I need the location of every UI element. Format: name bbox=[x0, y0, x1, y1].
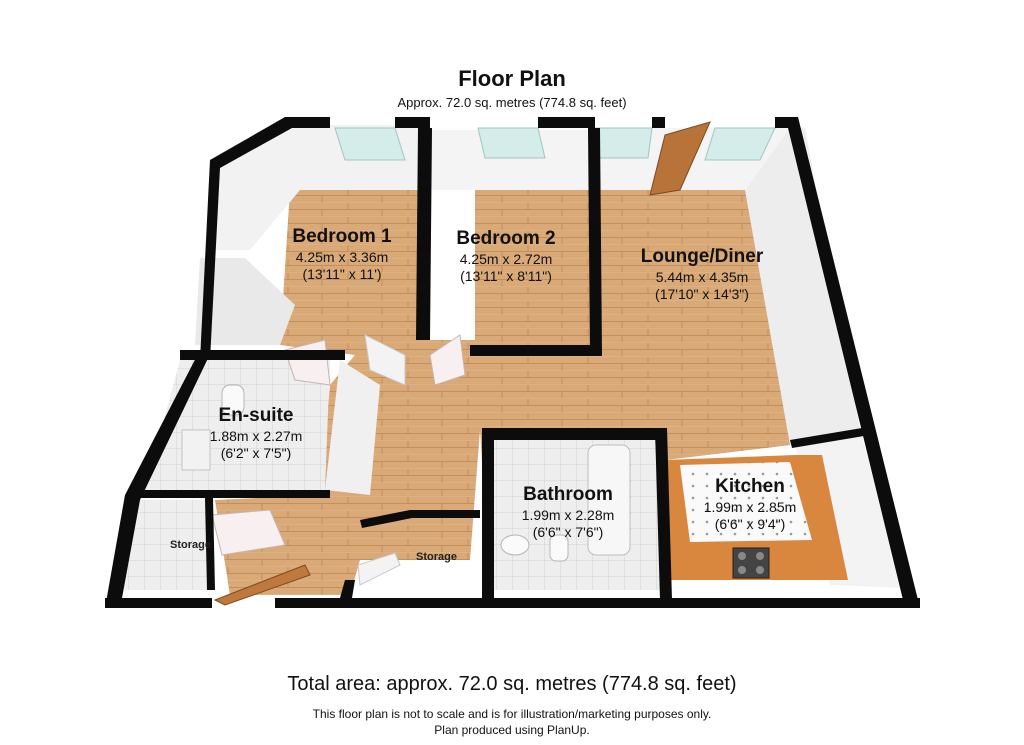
outer-wall-bottom bbox=[275, 598, 920, 608]
bathroom-toilet bbox=[549, 534, 569, 562]
bedroom2-door bbox=[429, 334, 466, 386]
outer-wall-bottom-left bbox=[105, 598, 212, 608]
ensuite-bottom-wall bbox=[140, 490, 330, 498]
bedroom2-window bbox=[477, 127, 546, 159]
bed2-lounge-partition bbox=[588, 128, 602, 355]
bathroom-basin bbox=[500, 534, 530, 556]
storage-label-left: Storage bbox=[170, 539, 211, 551]
room-label-bedroom-2: Bedroom 2 4.25m x 2.72m (13'11" x 8'11") bbox=[425, 228, 587, 284]
bedroom2-wall-face bbox=[428, 130, 590, 190]
ensuite-right-wall-face bbox=[325, 360, 380, 495]
room-dimensions-imperial: (6'6" x 7'6") bbox=[532, 523, 604, 540]
outer-wall-top-2 bbox=[538, 117, 595, 128]
storage-right-door bbox=[357, 552, 401, 586]
outer-wall-top-3 bbox=[652, 117, 665, 128]
disclaimer-text: This floor plan is not to scale and is f… bbox=[312, 707, 712, 721]
plan-subtitle: Approx. 72.0 sq. metres (774.8 sq. feet) bbox=[397, 95, 627, 110]
ensuite-shower bbox=[181, 429, 211, 471]
bed1-bed2-partition bbox=[416, 128, 432, 340]
lounge-window-left bbox=[591, 127, 653, 159]
room-dimensions-metric: 4.25m x 3.36m bbox=[295, 248, 389, 265]
walls bbox=[105, 117, 920, 608]
room-name: Kitchen bbox=[715, 476, 785, 497]
storage-left-door bbox=[211, 509, 286, 556]
lounge-right-wall-face bbox=[745, 128, 860, 445]
bedroom1-door bbox=[364, 334, 406, 386]
room-label-bedroom-1: Bedroom 1 4.25m x 3.36m (13'11" x 11') bbox=[262, 226, 422, 282]
outer-wall-left bbox=[105, 350, 212, 608]
total-area: Total area: approx. 72.0 sq. metres (774… bbox=[287, 673, 737, 695]
room-name: En-suite bbox=[218, 405, 294, 426]
storage-label-right: Storage bbox=[416, 551, 457, 563]
storage-left-floor bbox=[122, 500, 212, 590]
room-name: Bedroom 2 bbox=[456, 228, 556, 249]
room-name: Bathroom bbox=[523, 484, 613, 505]
kitchen-divider-wall bbox=[790, 428, 864, 448]
room-dimensions-imperial: (13'11" x 11') bbox=[302, 265, 382, 282]
room-label-en-suite: En-suite 1.88m x 2.27m (6'2" x 7'5") bbox=[200, 405, 312, 461]
storage-right-bottom-wall bbox=[340, 580, 355, 598]
room-dimensions-imperial: (6'2" x 7'5") bbox=[220, 444, 292, 461]
hob-burners bbox=[738, 552, 764, 574]
room-name: Bedroom 1 bbox=[292, 226, 392, 247]
bedroom1-wardrobe bbox=[195, 258, 295, 345]
lounge-window-right bbox=[704, 127, 776, 161]
lounge-front-door bbox=[649, 121, 711, 196]
outer-wall-top-4 bbox=[775, 117, 920, 608]
room-dimensions-imperial: (6'6" x 9'4") bbox=[714, 515, 786, 532]
bathroom-top-wall bbox=[482, 428, 660, 440]
room-label-kitchen: Kitchen 1.99m x 2.85m (6'6" x 9'4") bbox=[682, 476, 818, 532]
bed2-bottom-wall bbox=[470, 345, 602, 356]
storage-right-wall bbox=[360, 510, 480, 528]
room-dimensions-imperial: (13'11" x 8'11") bbox=[460, 267, 552, 284]
entrance-door bbox=[213, 564, 311, 606]
bathroom-left-wall bbox=[482, 428, 494, 600]
room-label-bathroom: Bathroom 1.99m x 2.28m (6'6" x 7'6") bbox=[500, 484, 636, 540]
bath-tub bbox=[587, 444, 631, 556]
ensuite-top-wall bbox=[180, 350, 345, 360]
ensuite-toilet bbox=[221, 384, 245, 416]
room-dimensions-metric: 4.25m x 2.72m bbox=[459, 250, 553, 267]
room-dimensions-imperial: (17'10" x 14'3") bbox=[655, 285, 749, 302]
room-label-lounge-diner: Lounge/Diner 5.44m x 4.35m (17'10" x 14'… bbox=[612, 246, 792, 302]
room-dimensions-metric: 1.99m x 2.85m bbox=[703, 498, 797, 515]
outer-wall-top bbox=[395, 117, 430, 128]
kitchen-hob bbox=[732, 547, 770, 579]
bedroom1-window bbox=[334, 127, 406, 161]
room-dimensions-metric: 1.99m x 2.28m bbox=[521, 506, 615, 523]
produced-by-text: Plan produced using PlanUp. bbox=[434, 723, 590, 737]
bathroom-right-wall bbox=[655, 428, 672, 600]
room-dimensions-metric: 5.44m x 4.35m bbox=[655, 268, 749, 285]
lounge-floor bbox=[600, 190, 790, 460]
storage-left-right-wall bbox=[205, 498, 215, 590]
kitchen-hob-area bbox=[680, 462, 812, 542]
room-name: Lounge/Diner bbox=[640, 246, 764, 267]
plan-title: Floor Plan bbox=[458, 66, 566, 91]
room-dimensions-metric: 1.88m x 2.27m bbox=[209, 427, 303, 444]
